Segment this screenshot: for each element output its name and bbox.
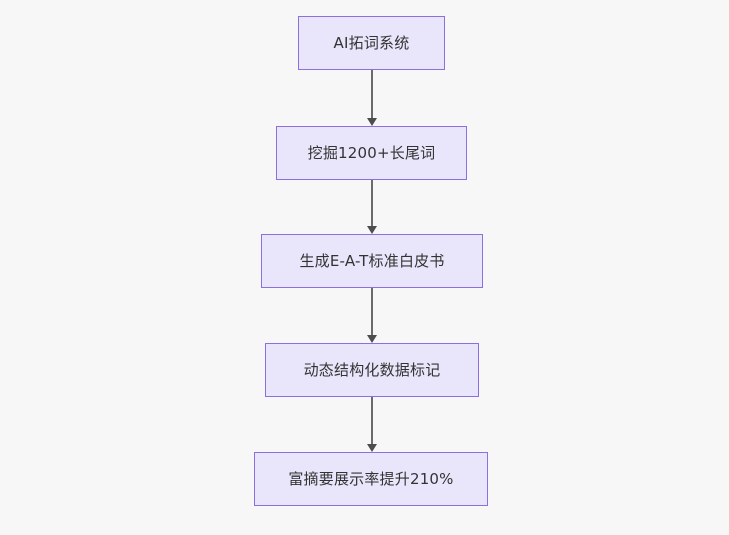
edge-line — [371, 180, 373, 227]
flow-node-label: 动态结构化数据标记 — [303, 361, 441, 379]
flow-node-label: 挖掘1200+长尾词 — [307, 144, 436, 162]
arrowhead-icon — [366, 444, 377, 452]
arrowhead-icon — [366, 118, 377, 126]
flow-node-label: AI拓词系统 — [333, 34, 410, 52]
flow-node-label: 生成E-A-T标准白皮书 — [299, 252, 445, 270]
flow-node-n5[interactable]: 富摘要展示率提升210% — [254, 452, 488, 506]
flow-node-n1[interactable]: AI拓词系统 — [298, 16, 445, 70]
flow-node-n2[interactable]: 挖掘1200+长尾词 — [276, 126, 467, 180]
arrowhead-icon — [366, 335, 377, 343]
arrowhead-icon — [366, 226, 377, 234]
edge-line — [371, 70, 373, 119]
flow-node-n4[interactable]: 动态结构化数据标记 — [265, 343, 479, 397]
edge-line — [371, 397, 373, 445]
edge-line — [371, 288, 373, 336]
flow-node-n3[interactable]: 生成E-A-T标准白皮书 — [261, 234, 483, 288]
flow-node-label: 富摘要展示率提升210% — [288, 470, 454, 488]
